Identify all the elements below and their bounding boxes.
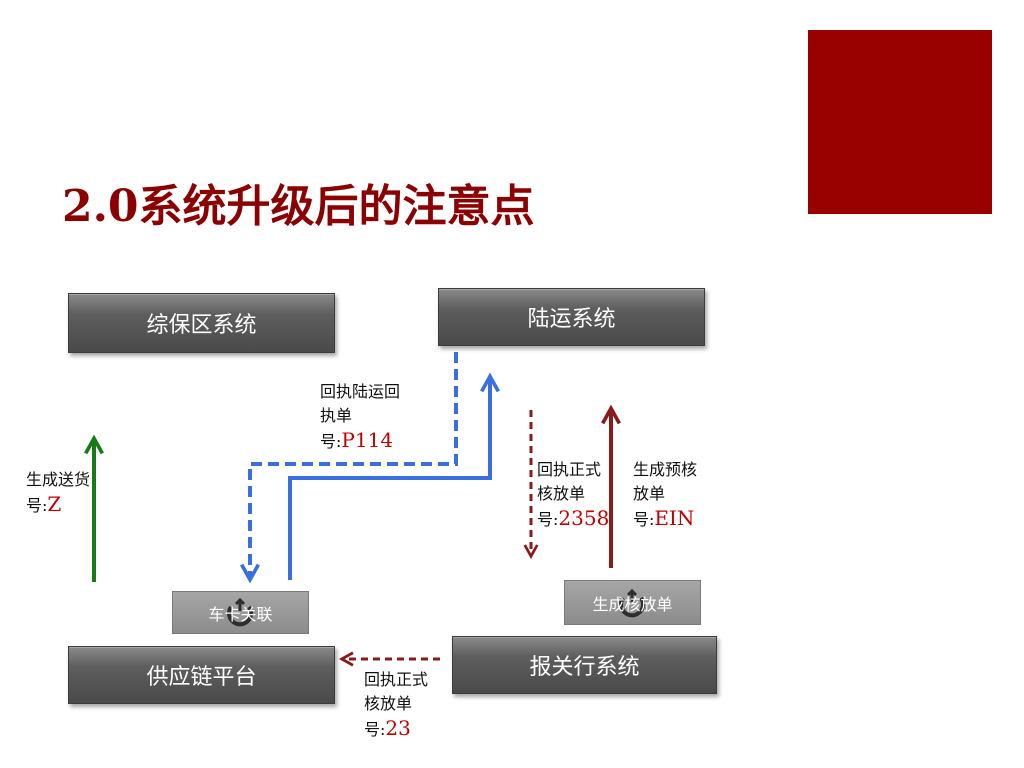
baoguan-system-box: 报关行系统	[452, 636, 717, 694]
gongying-platform-label: 供应链平台	[146, 665, 257, 690]
note-formal-release-bottom: 回执正式核放单号:23	[364, 670, 429, 740]
note-luyun-receipt: 回执陆运回执单号:P114	[320, 382, 401, 452]
luyun-system-box: 陆运系统	[438, 288, 705, 346]
baoguan-system-label: 报关行系统	[529, 655, 640, 680]
slide-title: 2.0系统升级后的注意点	[62, 181, 535, 232]
gen-release-box: 生成核放单	[564, 580, 701, 625]
car-card-link-label: 车卡关联	[208, 604, 273, 624]
cycle-icon	[619, 589, 645, 618]
gen-release-label: 生成核放单	[592, 594, 673, 614]
note-delivery-number: 生成送货号:Z	[26, 470, 91, 516]
accent-block	[808, 30, 992, 214]
arrow-car-card-to-luyun	[288, 378, 490, 580]
car-card-link-box: 车卡关联	[172, 591, 309, 634]
zongbao-system-label: 综保区系统	[146, 313, 257, 338]
luyun-system-label: 陆运系统	[527, 307, 616, 332]
note-formal-release-top: 回执正式核放单号:2358	[537, 460, 610, 530]
zongbao-system-box: 综保区系统	[68, 293, 335, 353]
cycle-icon	[227, 598, 253, 627]
arrow-luyun-to-car-card	[250, 352, 458, 578]
note-pre-release: 生成预核放单号:EIN	[633, 460, 698, 530]
gongying-platform-box: 供应链平台	[68, 646, 335, 704]
